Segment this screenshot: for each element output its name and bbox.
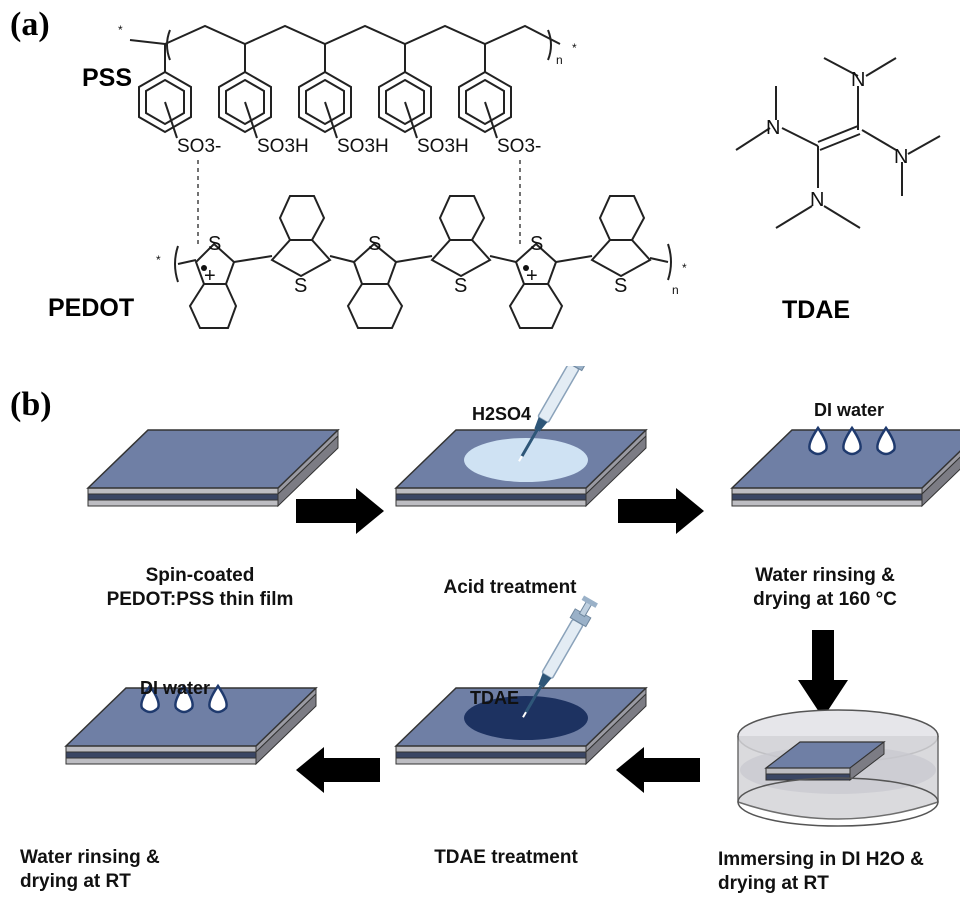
pss-rings [138, 70, 512, 139]
ionic-interaction-lines [197, 160, 521, 248]
pss-n: n [556, 53, 563, 67]
step4-caption-line1: Immersing in DI H2O & [718, 849, 924, 870]
step5-caption: TDAE treatment [376, 846, 636, 870]
step3-caption: Water rinsing & drying at 160 °C [700, 564, 950, 612]
pss-label: PSS [82, 64, 133, 92]
water-tag-1: DI water [814, 400, 885, 420]
acid-tag: H2SO4 [472, 404, 532, 424]
pss-group-2: SO3H [257, 136, 309, 157]
pedot-end-right: * [682, 261, 687, 275]
arrow-right-1 [296, 488, 384, 534]
acid-spot [464, 438, 588, 482]
immersed-film [764, 740, 886, 782]
step2-film [395, 429, 647, 507]
radical-dot-2 [523, 265, 529, 271]
pedot-s-3: S [368, 233, 381, 255]
panel-b-label: (b) [10, 386, 52, 423]
step3-caption-line1: Water rinsing & [755, 565, 895, 586]
pedot-end-left: * [156, 253, 161, 267]
radical-dot-1 [201, 265, 207, 271]
tdae-tag: TDAE [470, 688, 519, 708]
pss-backbone [129, 24, 561, 72]
tdae-n-4: N [810, 189, 824, 211]
step5-film [395, 687, 647, 765]
arrow-down [798, 630, 848, 718]
step4-caption-line2: drying at RT [718, 873, 829, 894]
step2-caption: Acid treatment [380, 576, 640, 600]
pedot-charge-1: + [204, 265, 216, 287]
step2-caption-line1: Acid treatment [443, 577, 577, 598]
step6-caption: Water rinsing & drying at RT [20, 846, 280, 894]
panel-a-label: (a) [10, 6, 50, 43]
arrow-left-1 [616, 747, 700, 793]
pedot-n: n [672, 283, 679, 297]
step6-caption-line1: Water rinsing & [20, 847, 160, 868]
pedot-s-1: S [208, 233, 221, 255]
pedot-chain [174, 195, 672, 329]
step1-caption: Spin-coated PEDOT:PSS thin film [70, 564, 330, 612]
step3-caption-line2: drying at 160 °C [753, 589, 897, 610]
pss-group-4: SO3H [417, 136, 469, 157]
tdae-n-3: N [766, 117, 780, 139]
pss-end-left: * [118, 23, 123, 37]
pss-group-1: SO3- [177, 136, 221, 157]
pedot-label: PEDOT [48, 294, 135, 322]
pedot-charge-2: + [526, 265, 538, 287]
pss-end-right: * [572, 41, 577, 55]
water-tag-2: DI water [140, 678, 211, 698]
tdae-label: TDAE [782, 296, 851, 324]
pedot-s-4: S [454, 275, 467, 297]
tdae-n-1: N [851, 69, 865, 91]
pss-group-3: SO3H [337, 136, 389, 157]
arrow-left-2 [296, 747, 380, 793]
step5-caption-line1: TDAE treatment [434, 847, 578, 868]
step1-film [87, 429, 339, 507]
pedot-s-6: S [614, 275, 627, 297]
pedot-s-5: S [530, 233, 543, 255]
step1-caption-line2: PEDOT:PSS thin film [106, 589, 294, 610]
process-diagram [65, 366, 960, 827]
tdae-n-2: N [894, 146, 908, 168]
pedot-s-2: S [294, 275, 307, 297]
step4-caption: Immersing in DI H2O & drying at RT [718, 848, 958, 896]
chemical-structures: * n * [118, 23, 941, 329]
tdae-spot [464, 696, 588, 740]
pss-group-5: SO3- [497, 136, 541, 157]
tdae-structure [735, 57, 941, 229]
step6-caption-line2: drying at RT [20, 871, 131, 892]
step1-caption-line1: Spin-coated [145, 565, 255, 586]
arrow-right-2 [618, 488, 704, 534]
petri-dish [737, 709, 939, 827]
